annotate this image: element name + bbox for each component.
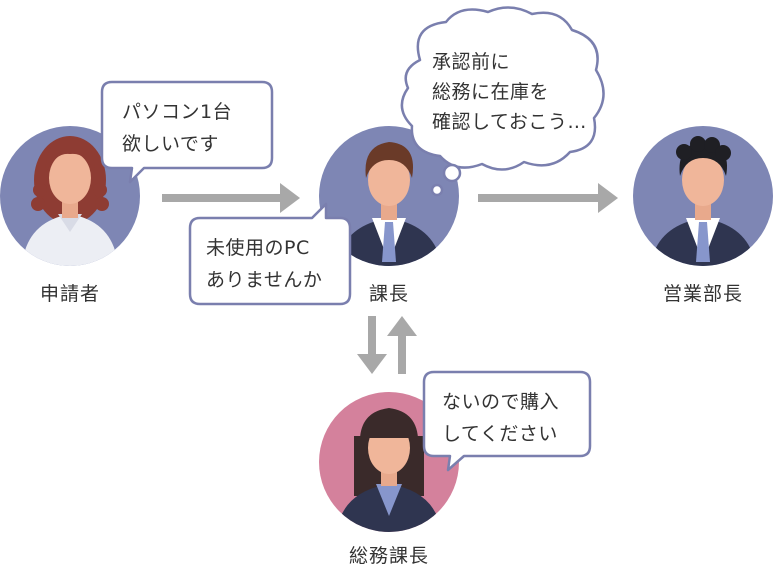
- applicant-speech-bubble: パソコン1台 欲しいです: [100, 80, 274, 184]
- general-affairs-speech-bubble: ないので購入 してください: [422, 370, 592, 472]
- section-chief-thought-bubble: 承認前に 総務に在庫を 確認しておこう…: [400, 6, 605, 197]
- general-affairs-chief-label: 総務課長: [349, 545, 429, 567]
- thought-line-3: 確認しておこう…: [432, 111, 587, 133]
- sales-manager-label: 営業部長: [663, 283, 743, 305]
- applicant-speech-line-1: パソコン1台: [122, 101, 232, 123]
- arrow-applicant-to-chief: [162, 183, 300, 213]
- section-chief-avatar: [319, 126, 459, 266]
- thought-line-1: 承認前に: [432, 51, 510, 73]
- sales-manager-avatar: [633, 126, 773, 266]
- applicant-speech-line-2: 欲しいです: [122, 133, 219, 155]
- section-chief-speech-line-1: 未使用のPC: [206, 237, 310, 259]
- applicant-label: 申請者: [40, 283, 100, 305]
- thought-line-2: 総務に在庫を: [432, 81, 549, 103]
- section-chief-speech-bubble: 未使用のPC ありませんか: [188, 202, 352, 306]
- general-affairs-speech-line-1: ないので購入: [442, 391, 559, 413]
- section-chief-label: 課長: [369, 283, 409, 305]
- arrow-chief-to-general-affairs: [357, 316, 387, 374]
- general-affairs-speech-line-2: してください: [442, 423, 558, 445]
- arrow-general-affairs-to-chief: [387, 316, 417, 374]
- section-chief-speech-line-2: ありませんか: [206, 269, 322, 291]
- arrow-chief-to-sales-manager: [478, 183, 618, 213]
